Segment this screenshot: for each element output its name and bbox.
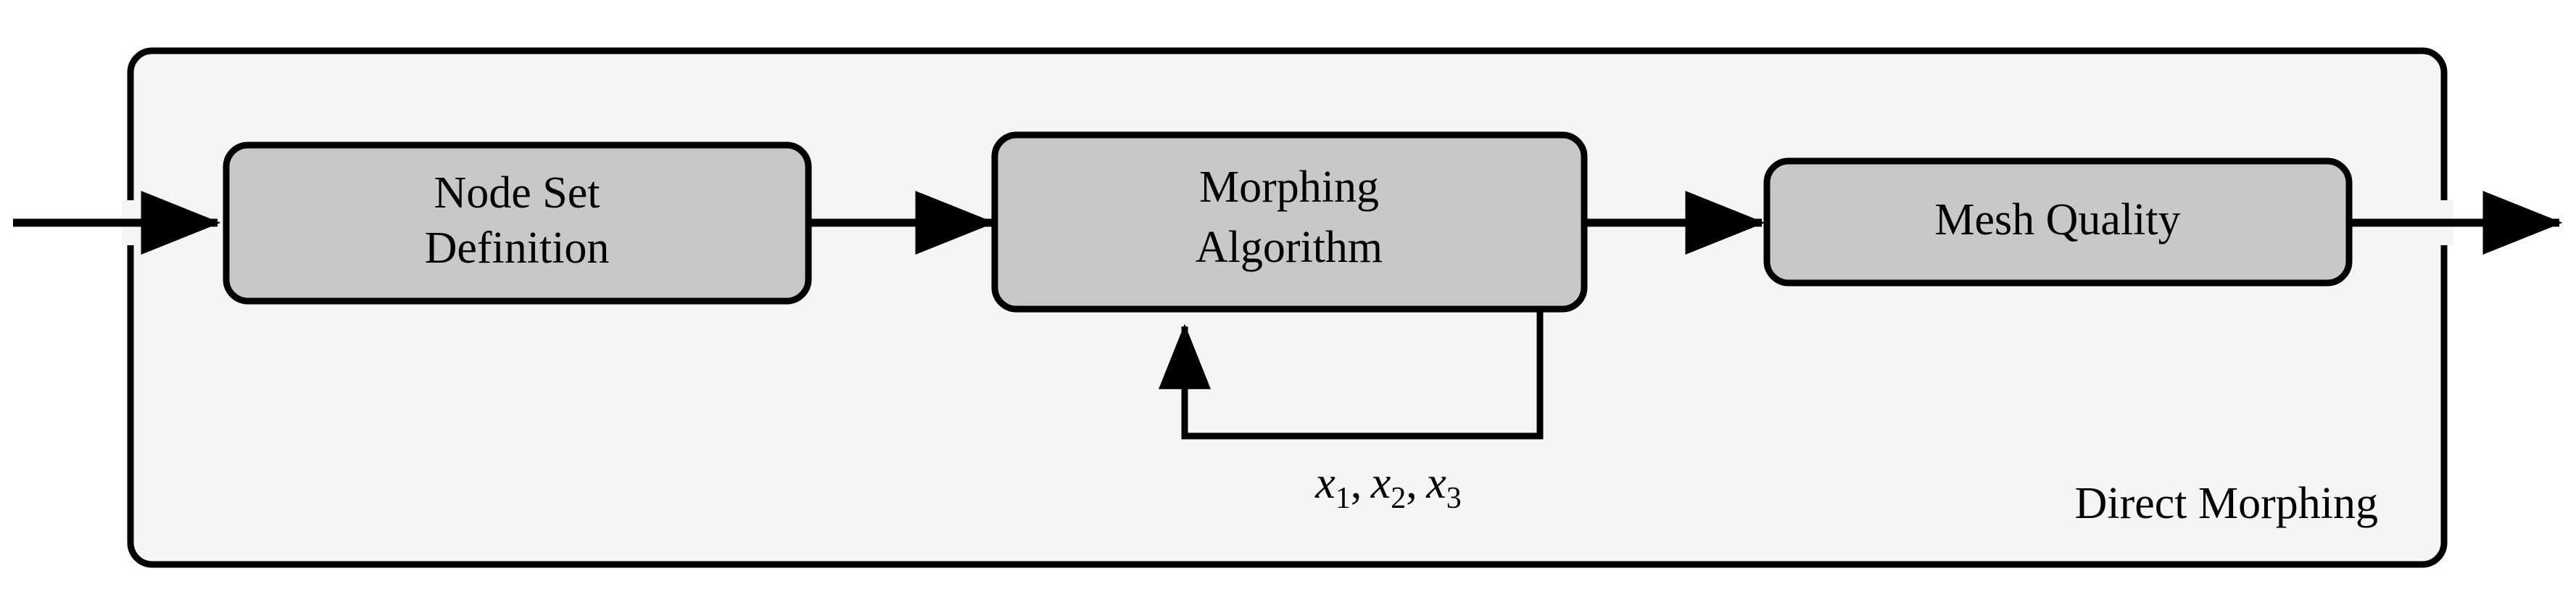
feedback-variables-label: x1, x2, x3 (1314, 459, 1461, 514)
block-mesh-quality[interactable]: Mesh Quality (1763, 157, 2353, 287)
group-caption-direct-morphing: Direct Morphing (2075, 479, 2378, 528)
morphing-algorithm-label-line2: Algorithm (1196, 223, 1383, 272)
node-set-definition-label-line2: Definition (425, 223, 610, 273)
node-set-definition-label-line1: Node Set (434, 168, 600, 218)
block-morphing-algorithm[interactable]: Morphing Algorithm (991, 131, 1588, 313)
mesh-quality-label: Mesh Quality (1934, 195, 2180, 244)
feedback-arrow-path (1159, 309, 1544, 440)
feedback-loop: x1, x2, x3 (1159, 309, 1544, 515)
morphing-algorithm-label-line1: Morphing (1199, 163, 1379, 212)
block-node-set-definition[interactable]: Node Set Definition (223, 141, 812, 305)
morphing-algorithm-rect[interactable] (991, 131, 1588, 313)
